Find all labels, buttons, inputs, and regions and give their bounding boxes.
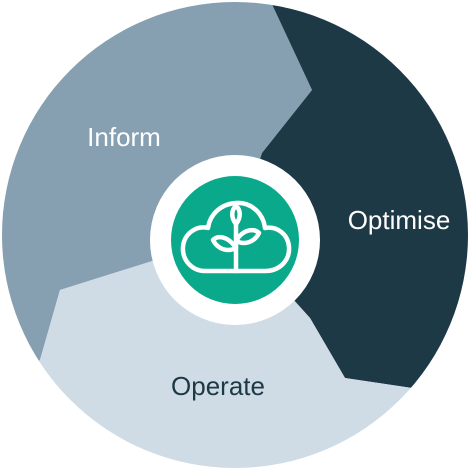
cloud-with-plant-icon xyxy=(180,200,292,274)
segment-operate xyxy=(2,235,468,468)
label-operate: Operate xyxy=(171,371,265,401)
hub xyxy=(150,155,320,325)
label-optimise: Optimise xyxy=(348,205,451,235)
label-inform: Inform xyxy=(87,122,161,152)
segment-optimise xyxy=(235,2,468,410)
segment-inform xyxy=(2,2,312,395)
